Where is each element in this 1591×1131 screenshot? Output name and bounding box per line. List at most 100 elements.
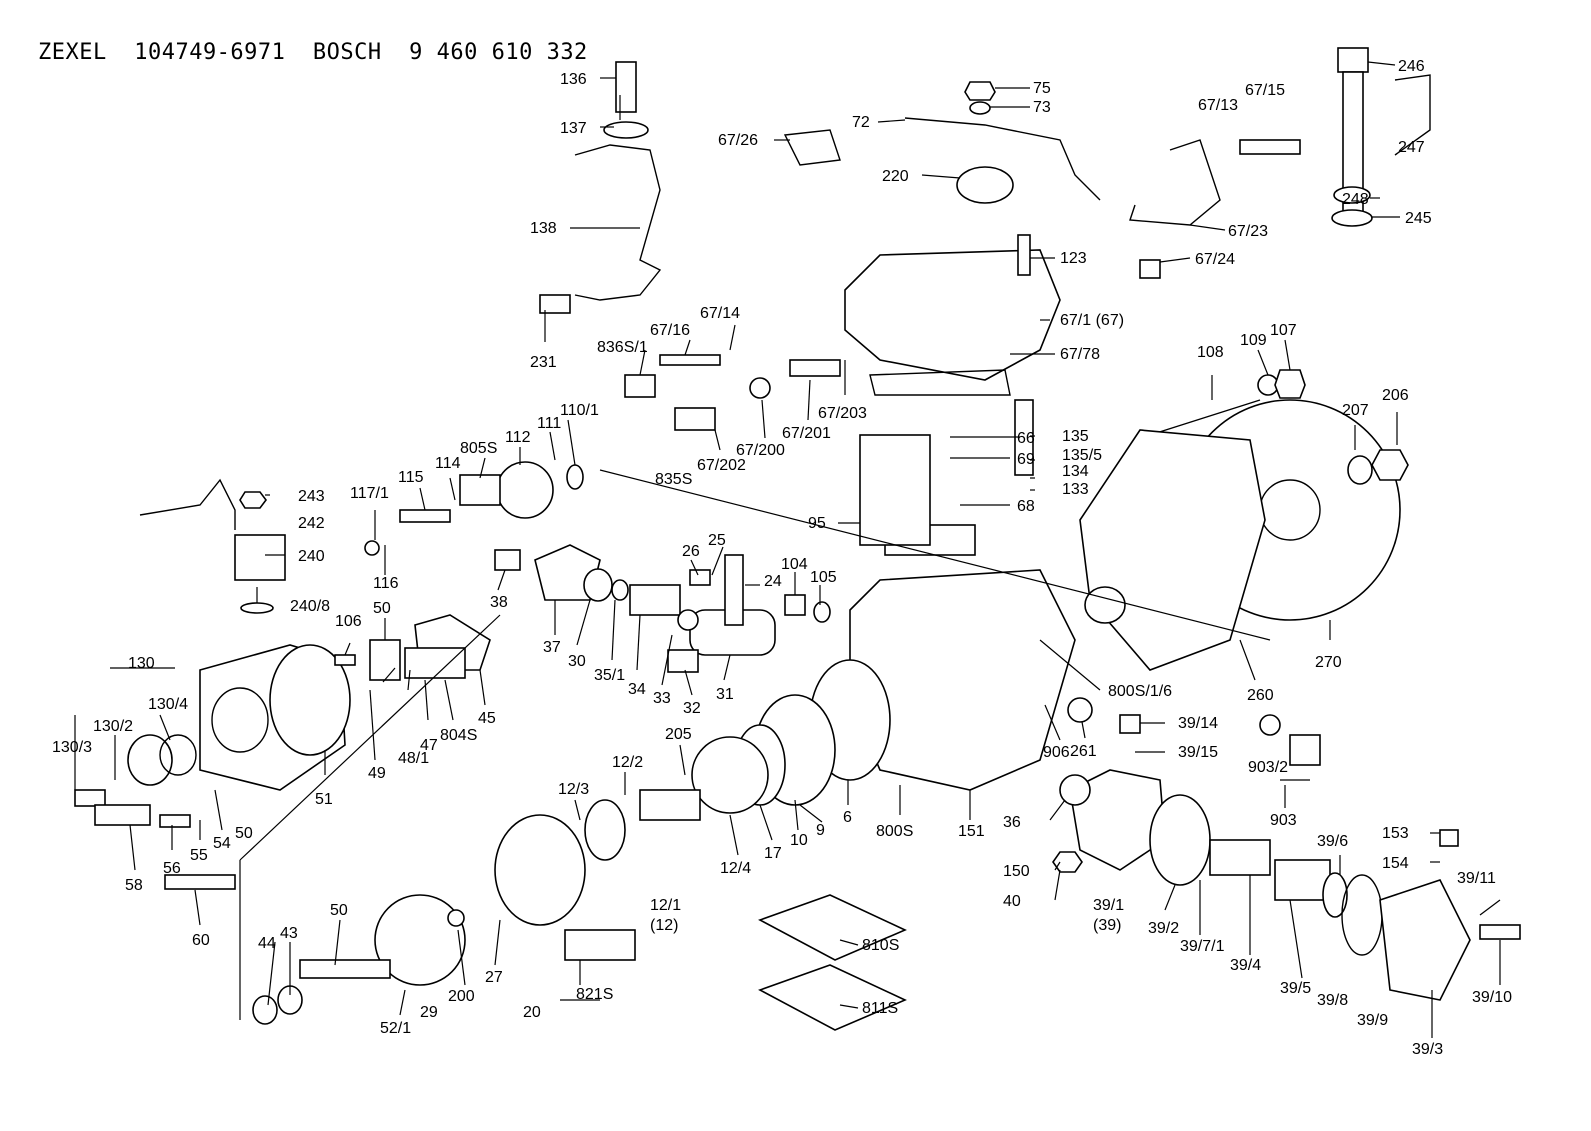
callout-240-8: 240/8 bbox=[290, 598, 330, 615]
callout-36: 36 bbox=[1003, 814, 1021, 831]
lever-26-shape bbox=[689, 569, 711, 586]
callout-39-8: 39/8 bbox=[1317, 992, 1348, 1009]
ring-130-4-shape bbox=[159, 734, 197, 776]
screw-60-shape bbox=[164, 874, 236, 890]
callout-49: 49 bbox=[368, 765, 386, 782]
callout-903: 903 bbox=[1270, 812, 1297, 829]
callout-39-paren: (39) bbox=[1093, 917, 1121, 934]
callout-12-1: 12/1 bbox=[650, 897, 681, 914]
callout-67-200: 67/200 bbox=[736, 442, 785, 459]
callout-114: 114 bbox=[435, 455, 461, 472]
callout-805s: 805S bbox=[460, 440, 497, 457]
spring-34-shape bbox=[629, 584, 681, 616]
callout-68: 68 bbox=[1017, 498, 1035, 515]
pin-32-shape bbox=[667, 649, 699, 673]
callout-804s: 804S bbox=[440, 727, 477, 744]
callout-39-14: 39/14 bbox=[1178, 715, 1218, 732]
nut-107-shape bbox=[1274, 369, 1306, 399]
gasket-67-78-shape bbox=[869, 369, 1011, 396]
spring-67-201-shape bbox=[789, 359, 841, 377]
callout-248: 248 bbox=[1342, 191, 1369, 208]
callout-67-201: 67/201 bbox=[782, 425, 831, 442]
screw-130-3-shape bbox=[74, 789, 106, 807]
callout-130: 130 bbox=[128, 655, 155, 672]
bearing-shape bbox=[1084, 586, 1126, 624]
callout-54: 54 bbox=[213, 835, 231, 852]
callout-60: 60 bbox=[192, 932, 210, 949]
callout-821s: 821S bbox=[576, 986, 613, 1003]
screw-67-16-shape bbox=[659, 354, 721, 366]
pin-106-shape bbox=[334, 654, 356, 666]
callout-130-2: 130/2 bbox=[93, 718, 133, 735]
callout-154: 154 bbox=[1382, 855, 1409, 872]
callout-260: 260 bbox=[1247, 687, 1274, 704]
callout-69: 69 bbox=[1017, 451, 1035, 468]
callout-246: 246 bbox=[1398, 58, 1425, 75]
callout-220: 220 bbox=[882, 168, 909, 185]
callout-47: 47 bbox=[420, 737, 438, 754]
shaft-115-shape bbox=[399, 509, 451, 523]
cover-39-9-shape bbox=[1379, 879, 1471, 1001]
spring-39-4-shape bbox=[1209, 839, 1271, 876]
pipe-247-shape bbox=[1394, 74, 1431, 156]
cam-disk-27-shape bbox=[494, 814, 586, 926]
callout-231: 231 bbox=[530, 354, 557, 371]
callout-38: 38 bbox=[490, 594, 508, 611]
callout-33: 33 bbox=[653, 690, 671, 707]
screw-38-shape bbox=[494, 549, 521, 571]
callout-66: 66 bbox=[1017, 430, 1035, 447]
ring-12-3-shape bbox=[584, 799, 626, 861]
callout-43: 43 bbox=[280, 925, 298, 942]
callout-133: 133 bbox=[1062, 481, 1089, 498]
wire-242-shape bbox=[139, 478, 236, 530]
ball-117-1-shape bbox=[364, 540, 380, 556]
ring-39-8-shape bbox=[1341, 874, 1383, 956]
valve-130-shape bbox=[127, 734, 173, 786]
callout-800s: 800S bbox=[876, 823, 913, 840]
plug-261-shape bbox=[1067, 697, 1093, 723]
bracket-67-23-shape bbox=[1129, 139, 1221, 226]
nut-67-24-shape bbox=[1139, 259, 1161, 279]
piston-67-202-shape bbox=[674, 407, 716, 431]
seal-ring-shape bbox=[269, 644, 351, 756]
callout-12-3: 12/3 bbox=[558, 781, 589, 798]
fitting-58-shape bbox=[94, 804, 151, 826]
callout-115: 115 bbox=[398, 469, 424, 486]
cover-29-shape bbox=[374, 894, 466, 986]
callout-106: 106 bbox=[335, 613, 362, 630]
ring-36-shape bbox=[1059, 774, 1091, 806]
spring-220-shape bbox=[956, 166, 1014, 204]
callout-130-4: 130/4 bbox=[148, 696, 188, 713]
callout-56: 56 bbox=[163, 860, 181, 877]
callout-200: 200 bbox=[448, 988, 475, 1005]
callout-135-5: 135/5 bbox=[1062, 447, 1102, 464]
spring-56-shape bbox=[159, 814, 191, 828]
callout-104: 104 bbox=[781, 556, 808, 573]
bolt-136-shape bbox=[615, 61, 637, 113]
gear-112-shape bbox=[496, 461, 554, 519]
callout-9: 9 bbox=[816, 822, 825, 839]
ring-903-2-shape bbox=[1259, 714, 1281, 736]
shaft-12-shape bbox=[639, 789, 701, 821]
callout-72: 72 bbox=[852, 114, 870, 131]
callout-39-10: 39/10 bbox=[1472, 989, 1512, 1006]
ring-33-shape bbox=[677, 609, 699, 631]
callout-111: 111 bbox=[537, 415, 561, 432]
sleeve-50-shape bbox=[369, 639, 401, 681]
callout-labels: 136 137 138 231 75 73 72 67/26 220 123 6… bbox=[52, 58, 1512, 1058]
callout-39-1: 39/1 bbox=[1093, 897, 1124, 914]
callout-95: 95 bbox=[808, 515, 826, 532]
callout-67-13: 67/13 bbox=[1198, 97, 1238, 114]
ring-240-8-shape bbox=[240, 602, 274, 614]
flyweights-805s-shape bbox=[459, 474, 501, 506]
callout-112: 112 bbox=[505, 429, 531, 446]
callout-130-3: 130/3 bbox=[52, 739, 92, 756]
washer-111-shape bbox=[566, 464, 584, 490]
callout-150: 150 bbox=[1003, 863, 1030, 880]
washer-248-shape bbox=[1333, 186, 1371, 204]
nut-200-shape bbox=[447, 909, 465, 927]
callout-67-202: 67/202 bbox=[697, 457, 746, 474]
bracket-67-26-shape bbox=[783, 129, 841, 166]
shaft-52-1-shape bbox=[299, 959, 391, 979]
spring-804s-shape bbox=[404, 647, 466, 679]
